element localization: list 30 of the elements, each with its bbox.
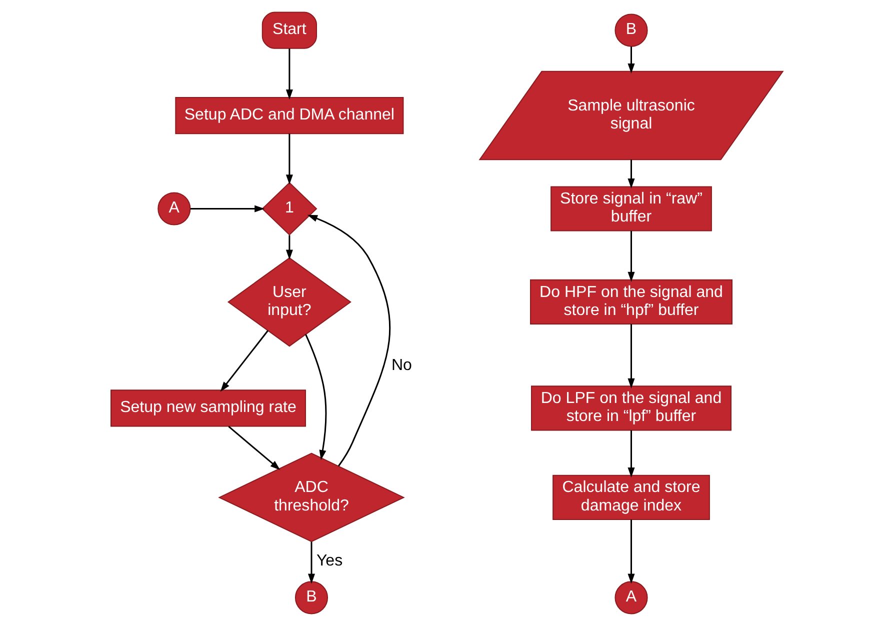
node-circle: A: [157, 192, 190, 226]
node-box: Do LPF on the signal and store in “lpf” buffer: [530, 386, 731, 431]
arrow: [285, 134, 292, 185]
node-circle: A: [614, 581, 648, 614]
node-circle: B: [294, 581, 328, 614]
edge-label: Yes: [316, 551, 342, 570]
node-box: Do HPF on the signal and store in “hpf” buffer: [530, 279, 732, 325]
node-box: Setup ADC and DMA channel: [174, 96, 404, 134]
arrow: [190, 205, 264, 212]
arrow: [304, 334, 326, 460]
node-circle: B: [614, 14, 648, 47]
node-diamond: User input?: [226, 257, 351, 347]
edge-label: No: [390, 356, 412, 374]
arrow: [627, 160, 634, 189]
arrow: [627, 324, 634, 388]
arrow: [285, 48, 292, 100]
node-diamond: ADC threshold?: [218, 452, 404, 542]
arrow: [627, 430, 634, 478]
arrow: [306, 214, 390, 466]
arrow: [228, 426, 280, 470]
arrow: [285, 235, 292, 260]
node-box: Setup new sampling rate: [110, 390, 306, 427]
node-box: Store signal in “raw” buffer: [550, 186, 712, 232]
arrow: [220, 330, 268, 392]
node-box: Calculate and store damage index: [552, 474, 710, 520]
arrow: [627, 46, 634, 74]
arrow: [627, 230, 634, 282]
arrow: [627, 520, 634, 584]
arrow: [307, 542, 314, 584]
node-box: Start: [261, 12, 316, 49]
